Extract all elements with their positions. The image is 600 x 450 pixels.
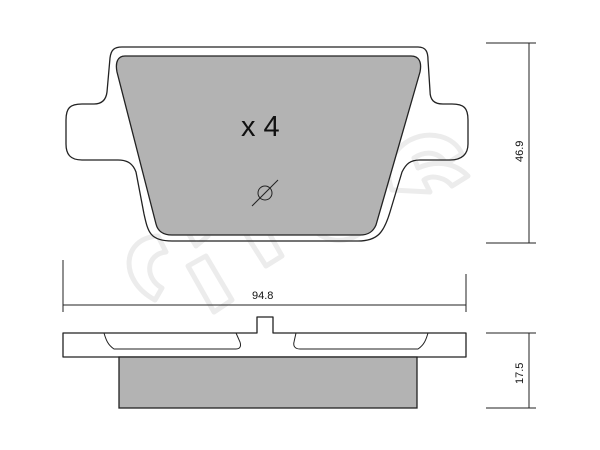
- side-plate-left-ear: [103, 332, 241, 350]
- friction-pad-side: [118, 356, 418, 409]
- side-plate-right-ear: [293, 332, 429, 350]
- thickness-dimension: 17.5: [486, 332, 536, 409]
- sensor-marker-icon: [251, 179, 279, 207]
- side-view: [62, 316, 467, 409]
- thickness-dimension-label: 17.5: [514, 363, 526, 384]
- quantity-label: x 4: [241, 111, 280, 143]
- friction-pad-top: [115, 55, 422, 236]
- side-backing-plate: [62, 316, 467, 358]
- width-dimension: 94.8: [62, 260, 467, 312]
- height-dimension-label: 46.9: [514, 141, 526, 162]
- height-dimension: 46.9: [486, 42, 536, 244]
- width-dimension-label: 94.8: [252, 290, 273, 302]
- backing-plate-outline: [65, 46, 469, 242]
